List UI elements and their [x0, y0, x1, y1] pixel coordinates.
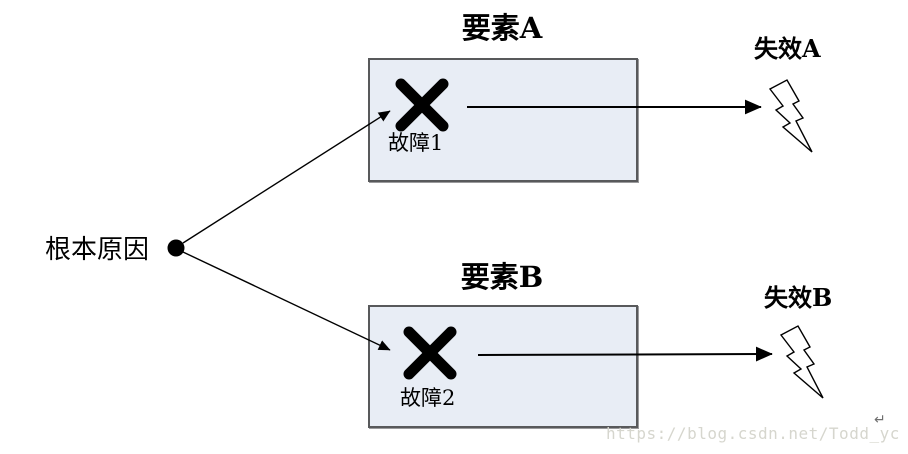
- fault1-label: 故障1: [388, 131, 444, 155]
- root-cause-label: 根本原因: [45, 235, 150, 265]
- watermark-url: https://blog.csdn.net/Todd_yc: [606, 424, 900, 443]
- element-b-title: 要素B: [460, 260, 544, 294]
- element-a-box: [368, 58, 638, 182]
- root-cause-dot: [167, 239, 185, 257]
- connector-root-to-fault1-arrow: [182, 110, 391, 244]
- failure-a-label: 失效A: [754, 34, 821, 63]
- element-a-title: 要素A: [461, 11, 543, 45]
- failure-b-label: 失效B: [764, 283, 833, 312]
- fault2-label: 故障2: [400, 386, 456, 410]
- return-mark-glyph: ↵: [874, 412, 886, 428]
- connector-root-to-fault2-arrow: [182, 251, 391, 351]
- failureB-lightning-bolt-icon: [779, 325, 824, 399]
- failureA-lightning-bolt-icon: [768, 79, 813, 153]
